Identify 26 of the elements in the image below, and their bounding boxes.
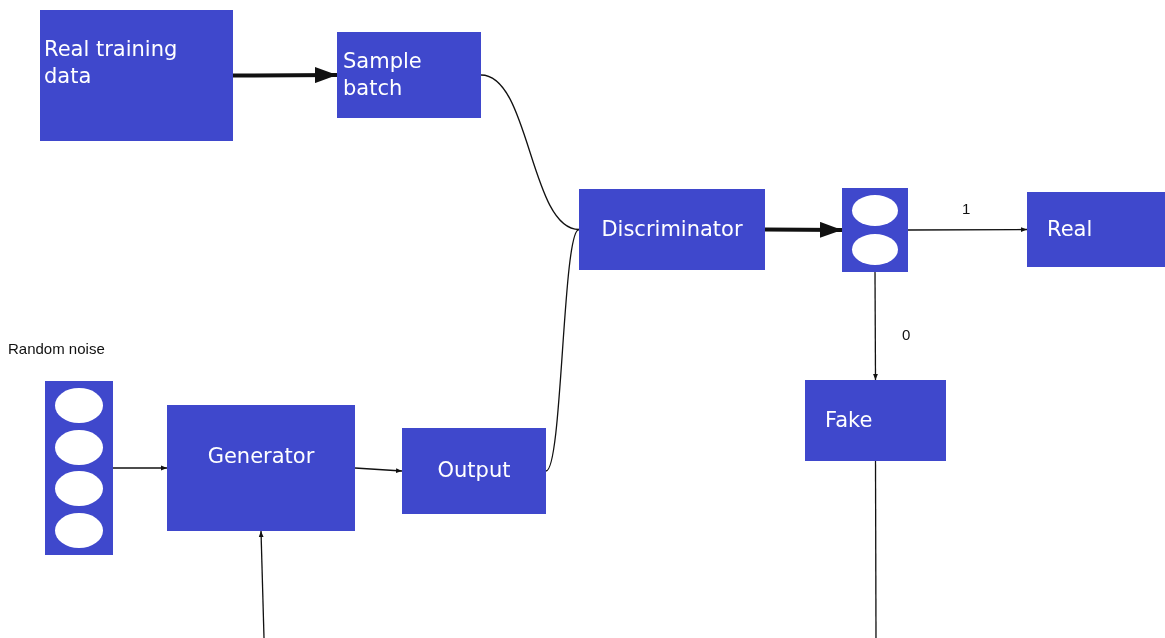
arrow: [258, 530, 265, 638]
arrow: [354, 467, 403, 473]
process-box: [1027, 192, 1165, 267]
process-box: [337, 32, 481, 118]
arrow: [873, 271, 878, 381]
arrow: [765, 221, 842, 238]
neuron-column: [842, 188, 908, 272]
connector-line: [874, 460, 877, 638]
arrow: [112, 465, 168, 471]
arrow: [907, 227, 1028, 232]
connector-line: [480, 74, 580, 231]
process-box: [40, 10, 233, 141]
box-label: Generator: [207, 443, 315, 470]
connector-line: [545, 228, 580, 472]
process-box: [579, 189, 765, 270]
process-box: [167, 405, 355, 531]
box-label: Output: [437, 457, 511, 485]
box-label: Real: [1047, 215, 1093, 243]
box-label: Real training data: [44, 36, 179, 91]
box-label: Discriminator: [601, 215, 743, 243]
process-box: [402, 428, 546, 514]
process-box: [805, 380, 946, 461]
box-label: Sample batch: [343, 47, 423, 102]
arrow: [233, 67, 337, 84]
node-heading: Random noise: [8, 340, 105, 357]
box-label: Fake: [825, 406, 873, 434]
